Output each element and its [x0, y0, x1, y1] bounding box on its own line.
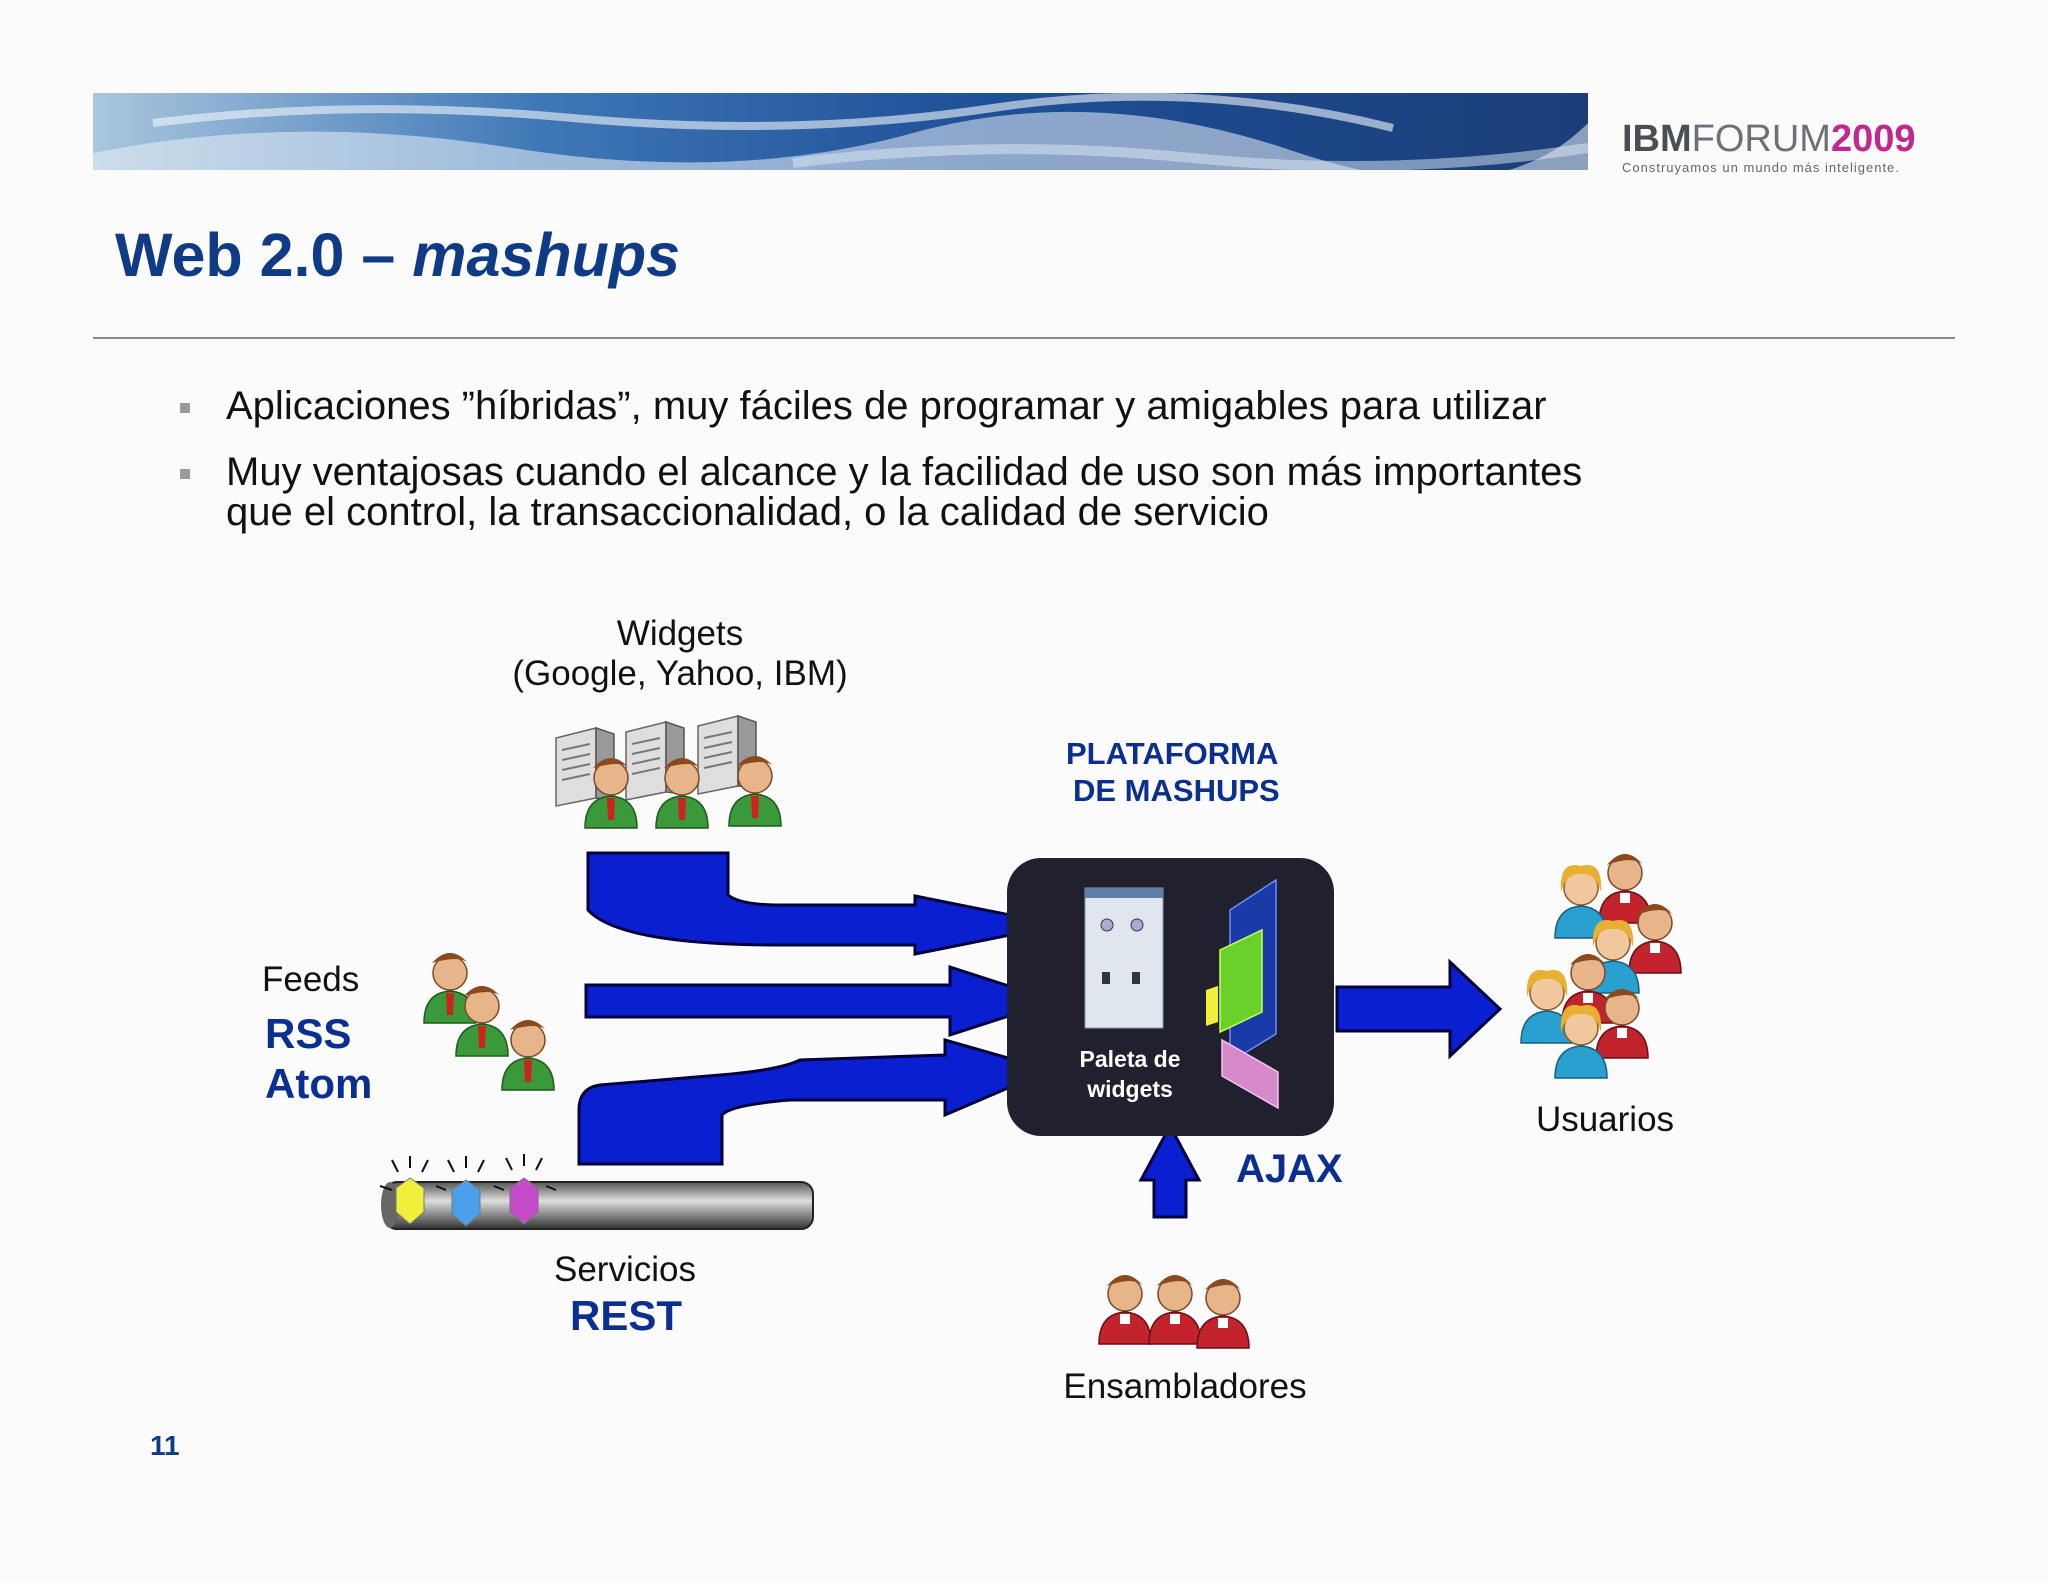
widget-palette-window	[1084, 887, 1164, 1029]
ajax-arrow	[1138, 1122, 1202, 1219]
palette-label-line2: widgets	[1087, 1076, 1173, 1102]
header-banner-image	[93, 93, 1588, 170]
bullet-marker	[180, 469, 190, 479]
slide-title: Web 2.0 – mashups	[115, 220, 680, 290]
logo-tagline: Construyamos un mundo más inteligente.	[1622, 160, 1900, 175]
logo-ibm-text: IBM	[1622, 118, 1692, 160]
page-layout-icon	[1206, 878, 1279, 1110]
users-label: Usuarios	[1535, 1100, 1675, 1139]
palette-label-line1: Paleta de	[1079, 1046, 1181, 1072]
services-arrow	[577, 1038, 1055, 1166]
bullet-text-2-line1: Muy ventajosas cuando el alcance y la fa…	[226, 450, 1583, 494]
platform-label-line2: DE MASHUPS	[1073, 773, 1280, 808]
bullet-marker	[180, 403, 190, 413]
rss-label: RSS	[265, 1010, 352, 1057]
widgets-sublabel: (Google, Yahoo, IBM)	[512, 654, 848, 693]
rest-label: REST	[570, 1292, 683, 1339]
feeds-people-icon	[423, 952, 555, 1091]
feeds-arrow	[584, 964, 1060, 1038]
input-arrows	[577, 851, 1503, 1219]
title-italic: mashups	[412, 221, 681, 289]
atom-label: Atom	[265, 1060, 373, 1107]
assemblers-label: Ensambladores	[1063, 1367, 1307, 1406]
feeds-label: Feeds	[262, 960, 360, 999]
platform-label-line1: PLATAFORMA	[1066, 736, 1279, 771]
logo-year-text: 2009	[1830, 118, 1916, 160]
logo-forum-text: FORUM	[1691, 118, 1831, 160]
output-arrow	[1335, 958, 1503, 1060]
services-pipe-icon	[379, 1154, 814, 1230]
assemblers-people-icon	[1098, 1274, 1250, 1349]
widget-providers-icon	[555, 715, 782, 829]
page-number: 11	[150, 1430, 180, 1461]
title-main: Web 2.0 –	[115, 221, 413, 289]
services-label: Servicios	[554, 1250, 696, 1289]
widgets-label: Widgets	[616, 614, 744, 653]
widgets-arrow	[586, 851, 1061, 956]
ibm-forum-logo: IBMFORUM2009	[1622, 118, 1922, 161]
title-divider	[93, 337, 1955, 339]
bullet-text-1: Aplicaciones ”híbridas”, muy fáciles de …	[226, 384, 1547, 428]
users-group-icon	[1520, 853, 1682, 1079]
ajax-label: AJAX	[1236, 1147, 1343, 1191]
bullet-text-2-line2: que el control, la transaccionalidad, o …	[226, 490, 1269, 534]
